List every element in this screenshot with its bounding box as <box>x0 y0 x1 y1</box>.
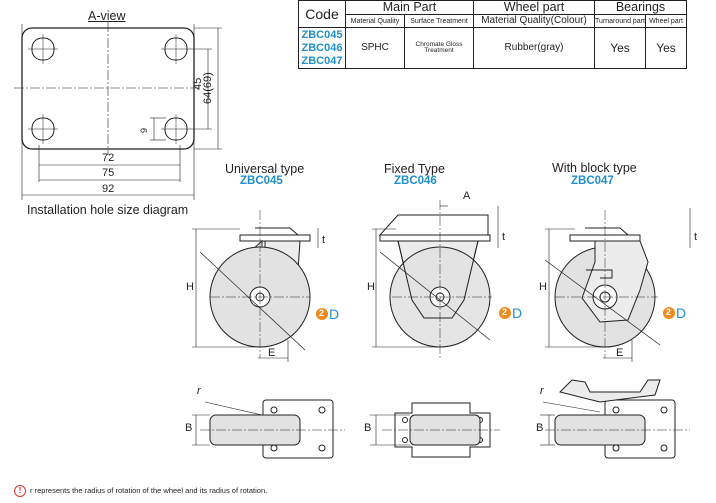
cell-wheel-material: Rubber(gray) <box>473 27 595 69</box>
rotation-note: ! r represents the radius of rotation of … <box>14 485 267 497</box>
block-side-view <box>544 208 691 362</box>
universal-side-view <box>192 210 319 362</box>
header-code: Code <box>298 0 346 28</box>
block-bottom-view <box>540 379 690 459</box>
b-label-universal: B <box>185 422 193 434</box>
d-label-block: D <box>676 305 687 321</box>
code-zbc045: ZBC045 <box>301 29 343 41</box>
r-label-block: r <box>540 385 544 397</box>
installation-caption: Installation hole size diagram <box>27 203 189 217</box>
universal-type-code: ZBC045 <box>240 175 283 187</box>
t-label-universal: t <box>322 234 326 246</box>
cell-material: SPHC <box>345 27 405 69</box>
t-label-block: t <box>694 231 698 243</box>
universal-bottom-view <box>192 399 345 459</box>
dim-72: 72 <box>102 152 115 164</box>
h-label-fixed: H <box>367 281 375 293</box>
spec-table: Code Main Part Wheel part Bearings Mater… <box>298 0 687 69</box>
dim-92: 92 <box>102 183 115 195</box>
fixed-type-title: Fixed Type <box>384 162 445 176</box>
code-zbc046: ZBC046 <box>301 42 343 54</box>
dim-64: 64(69) <box>202 72 214 104</box>
header-main-part: Main Part <box>345 0 474 15</box>
a-label: A <box>463 190 471 202</box>
b-label-fixed: B <box>364 422 372 434</box>
dim-9: 9 <box>139 127 149 133</box>
badge-2-fixed: 2 <box>502 307 508 317</box>
rotation-note-text: r represents the radius of rotation of t… <box>30 486 268 495</box>
cell-wheel-bearing: Yes <box>645 27 687 69</box>
d-label-universal: D <box>329 306 340 322</box>
warning-circle-icon: ! <box>14 485 26 497</box>
h-label-block: H <box>539 281 547 293</box>
code-cell: ZBC045 ZBC046 ZBC047 <box>298 27 346 69</box>
dim-75: 75 <box>102 167 115 179</box>
fixed-side-view <box>372 200 499 358</box>
a-view-plate <box>14 22 222 200</box>
subheader-wheel-part-bearing: Wheel part <box>645 14 687 28</box>
code-zbc047: ZBC047 <box>301 55 343 67</box>
e-label-universal: E <box>268 347 276 359</box>
e-label-block: E <box>616 347 624 359</box>
diameter-badges <box>316 307 675 320</box>
t-label-fixed: t <box>502 231 506 243</box>
badge-2-block: 2 <box>666 307 672 317</box>
h-label-universal: H <box>186 281 194 293</box>
fixed-bottom-view <box>370 402 500 458</box>
fixed-type-code: ZBC046 <box>394 175 437 187</box>
cell-surface: Chromate Gloss Treatment <box>404 27 474 69</box>
d-label-fixed: D <box>512 305 523 321</box>
cell-turnaround: Yes <box>594 27 646 69</box>
block-type-code: ZBC047 <box>571 175 614 187</box>
b-label-block: B <box>536 422 544 434</box>
universal-type-title: Universal type <box>225 162 305 176</box>
r-label-universal: r <box>197 385 201 397</box>
block-type-title: With block type <box>552 161 637 175</box>
a-view-title: A-view <box>88 9 126 23</box>
badge-2-universal: 2 <box>319 308 325 318</box>
